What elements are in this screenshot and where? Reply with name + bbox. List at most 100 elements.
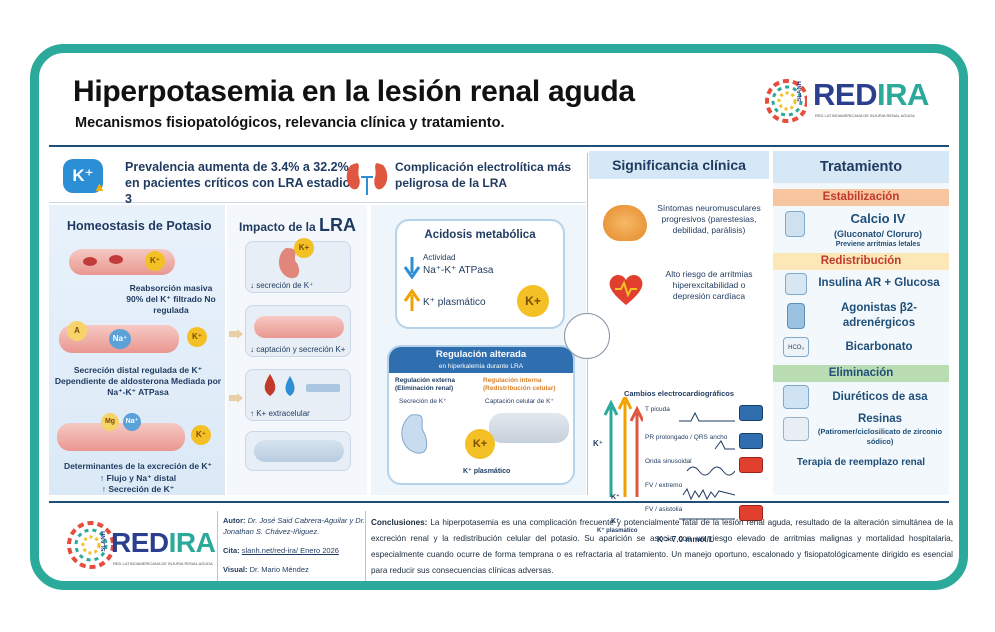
header: Hiperpotasemia en la lesión renal aguda … [49, 63, 949, 143]
potassium-ion-icon: K⁺ [145, 251, 165, 271]
ecg-label: PR prolongado / QRS ancho [645, 434, 728, 441]
redira-logo: SLANH REDIRA RED LATINOAMERICANA DE INJU… [763, 69, 933, 133]
complication-text: Complicación electrolítica más peligrosa… [395, 160, 572, 190]
logo-ring-icon [765, 79, 807, 123]
vial-icon [785, 211, 805, 237]
impact-label: ↓ secreción de K⁺ [250, 281, 314, 290]
potassium-ion-icon: K⁺ [191, 425, 211, 445]
arrow-down-icon [403, 257, 421, 279]
arrow-right-icon [229, 329, 243, 339]
calcium-note: Previene arritmias letales [835, 241, 921, 248]
distal-secretion-note: Secreción distal regulada de K⁺ Dependie… [54, 365, 222, 397]
k-plasma-label: K⁺ plasmático [597, 528, 638, 534]
pump-label: Na⁺-K⁺ ATPasa [423, 265, 494, 276]
arrow-up-icon [603, 397, 643, 497]
neuro-card: Síntomas neuromusculares progresivos (pa… [595, 203, 765, 251]
logo-vertical: SLANH [101, 531, 107, 552]
ecg-trace [686, 466, 735, 476]
arrow-up-icon [403, 289, 421, 311]
reabsorption-note: Reabsorción masiva 90% del K⁺ filtrado N… [126, 283, 216, 315]
infographic-frame: Hiperpotasemia en la lesión renal aguda … [30, 44, 968, 590]
ecg-trace [714, 440, 735, 450]
logo-wordmark: REDIRA [813, 77, 929, 112]
insulin-drug: Insulina AR + Glucosa [818, 277, 940, 289]
arrow-right-icon [229, 393, 243, 403]
treatment-title: Tratamiento [773, 151, 949, 183]
stabilization-band: Estabilización [773, 189, 949, 206]
tubule-bottom [57, 423, 185, 451]
heart-icon [609, 274, 643, 305]
determinants-title: Determinantes de la excreción de K⁺ [63, 461, 213, 471]
cell-dot [83, 257, 97, 266]
inhaler-icon [787, 303, 805, 329]
internal-regulation: Regulación interna (Redistribución celul… [483, 377, 556, 392]
diuretics-icon [783, 385, 809, 409]
determinant-secretion: ↑ Secreción de K⁺ [101, 484, 175, 494]
page-title: Hiperpotasemia en la lesión renal aguda [73, 75, 635, 108]
logo-tagline: RED LATINOAMERICANA DE INJURIA RENAL AGU… [113, 561, 213, 566]
determinant-flow: ↑ Flujo y Na⁺ distal [99, 473, 177, 483]
potassium-ion-icon: K+ [517, 285, 549, 317]
cell-icon [254, 316, 344, 338]
activity-label: Actividad [423, 253, 456, 262]
ecg-monitor-icon [739, 505, 763, 521]
potassium-ion-icon: K+ [294, 238, 314, 258]
author-credit: Autor: Dr. José Said Cabrera-Aguilar y D… [223, 516, 365, 536]
impact-card-extracellular: ↑ K+ extracelular [245, 369, 351, 421]
warning-icon: ▲ [93, 179, 106, 194]
k-threshold: K > 7.0 mmol/L [657, 535, 714, 544]
bicarbonate-drug: Bicarbonato [845, 341, 913, 353]
calcium-sub: (Gluconato/ Cloruro) [834, 229, 922, 239]
diuretics-drug: Diuréticos de asa [832, 391, 928, 403]
int-uptake-label: Captación celular de K⁺ [485, 398, 554, 405]
homeostasis-panel: Homeostasis de Potasio K⁺ Reabsorción ma… [49, 205, 225, 495]
ecg-monitor-icon [739, 433, 763, 449]
neuro-text: Síntomas neuromusculares progresivos (pa… [657, 203, 761, 235]
k-axis-label: K⁺ [611, 518, 620, 525]
cell-icon [489, 413, 569, 443]
logo-wordmark: REDIRA [111, 527, 216, 558]
impact-card-uptake: ↓ captación y secreción K+ [245, 305, 351, 357]
external-regulation: Regulación externa (Eliminación renal) [395, 377, 455, 392]
ecg-trace [682, 487, 735, 501]
impact-label: ↓ captación y secreción K+ [250, 345, 346, 354]
header-divider [49, 145, 949, 147]
center-circle [564, 313, 610, 359]
sodium-icon: Na⁺ [123, 413, 141, 431]
impact-title: Impacto de la LRA [239, 215, 357, 235]
logo-vertical: SLANH [797, 81, 803, 102]
sodium-pump-icon: Na⁺ [109, 329, 131, 349]
insulin-icon [785, 273, 807, 295]
ecg-label: FV / asistolia [645, 506, 683, 513]
page-subtitle: Mecanismos fisiopatológicos, relevancia … [75, 115, 505, 131]
kidney-icon [278, 248, 300, 279]
acidosis-card: Acidosis metabólica Actividad Na⁺-K⁺ ATP… [395, 219, 565, 329]
treatment-panel: Tratamiento Estabilización Calcio IV (Gl… [773, 151, 949, 495]
kidney-icon [401, 414, 428, 454]
kidney-icon [346, 163, 388, 195]
acidosis-title: Acidosis metabólica [424, 229, 536, 241]
ecg-label: Onda sinusoidal [645, 458, 692, 465]
cardiac-text: Alto riesgo de arritmias hiperexcitabili… [665, 269, 753, 301]
acidosis-panel: Acidosis metabólica Actividad Na⁺-K⁺ ATP… [371, 205, 586, 495]
cell-dot [109, 255, 123, 264]
footer-divider-v [217, 511, 218, 581]
ecg-monitor-icon [739, 457, 763, 473]
potassium-badge-icon: K⁺ [63, 159, 103, 193]
ext-secretion-label: Secreción de K⁺ [399, 398, 447, 405]
ecg-row: Onda sinusoidal [639, 457, 763, 477]
magnesium-icon: Mg [101, 413, 119, 431]
prevalence-row: K⁺ ▲ Prevalencia aumenta de 3.4% a 32.2%… [49, 151, 586, 206]
plasma-k-label: K⁺ plasmático [423, 297, 486, 308]
visual-credit: Visual: Dr. Mario Méndez [223, 565, 309, 574]
significance-title: Significancia clínica [589, 151, 769, 179]
ecg-monitor-icon [739, 405, 763, 421]
footer-divider [49, 501, 949, 503]
impact-label: ↑ K+ extracelular [250, 409, 310, 418]
logo-tagline: RED LATINOAMERICANA DE INJURIA RENAL AGU… [815, 113, 915, 118]
citation: Cita: slanh.net/red-ira/ Enero 2026 [223, 546, 339, 555]
resins-icon [783, 417, 809, 441]
potassium-ion-icon: K+ [465, 429, 495, 459]
impact-card-secretion: K+ ↓ secreción de K⁺ [245, 238, 351, 293]
